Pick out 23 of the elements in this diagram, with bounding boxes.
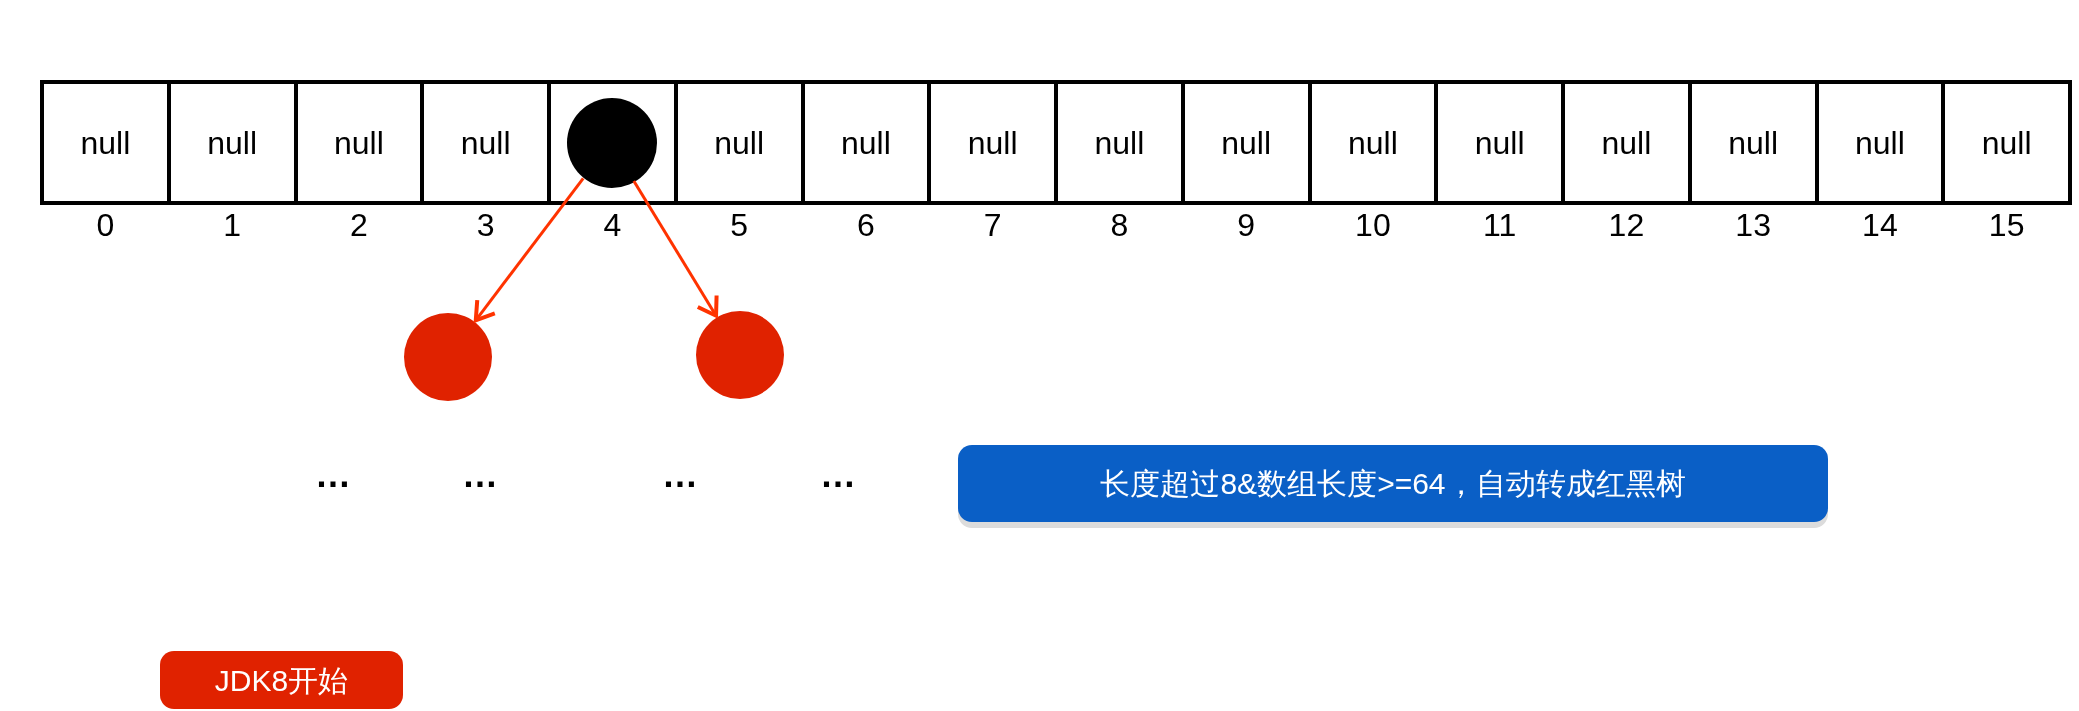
index-label: 8 <box>1110 209 1129 241</box>
index-label: 15 <box>1988 209 2025 241</box>
index-label: 14 <box>1862 209 1898 241</box>
index-label: 3 <box>476 209 495 241</box>
index-label: 1 <box>223 209 241 241</box>
index-label: 9 <box>1237 209 1255 241</box>
index-label: 13 <box>1735 209 1771 241</box>
index-label: 2 <box>349 209 368 241</box>
index-label: 12 <box>1608 209 1645 241</box>
index-label: 7 <box>983 209 1002 241</box>
index-label: 10 <box>1355 209 1391 241</box>
index-label: 11 <box>1483 209 1517 241</box>
note-banner: JDK8开始 <box>160 651 403 709</box>
ellipsis-label: … <box>662 457 698 493</box>
index-label: 0 <box>96 209 115 241</box>
index-label: 5 <box>730 209 748 241</box>
ellipsis-label: … <box>462 457 498 493</box>
index-label: 6 <box>856 209 875 241</box>
index-label: 4 <box>603 209 622 241</box>
ellipsis-label: … <box>315 457 351 493</box>
arrow <box>473 177 585 323</box>
ellipsis-label: … <box>820 457 856 493</box>
arrow <box>632 180 719 318</box>
